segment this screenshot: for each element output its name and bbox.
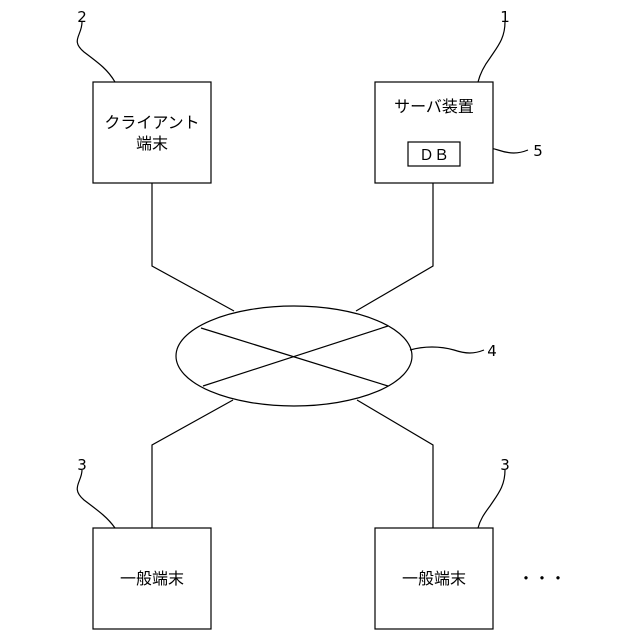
terminal-left-ref-number: 3 — [77, 456, 87, 474]
network-ref-leader — [410, 347, 484, 353]
client-network-link — [152, 183, 234, 311]
client-label-line2: 端末 — [136, 134, 168, 153]
network-terminal-right-link — [357, 400, 433, 528]
terminal-right-ref-leader — [478, 470, 505, 528]
client-terminal-box: クライアント 端末 — [93, 82, 211, 183]
more-terminals-ellipsis: ・・・ — [518, 569, 566, 588]
network — [176, 306, 412, 406]
network-terminal-left-link — [152, 400, 233, 528]
terminal-right-ref-number: 3 — [500, 456, 510, 474]
general-terminal-right-box: 一般端末 — [375, 528, 493, 629]
client-ref-leader — [77, 22, 115, 82]
client-ref-number: 2 — [77, 8, 87, 26]
terminal-right-label: 一般端末 — [402, 569, 466, 588]
general-terminal-left-box: 一般端末 — [93, 528, 211, 629]
terminal-left-label: 一般端末 — [120, 569, 184, 588]
db-label: ＤＢ — [419, 146, 449, 164]
server-label: サーバ装置 — [394, 97, 474, 116]
terminal-left-ref-leader — [77, 470, 115, 528]
server-ref-leader — [478, 22, 505, 82]
network-ref-number: 4 — [487, 342, 497, 360]
server-box: サーバ装置 ＤＢ — [375, 82, 493, 183]
client-label-line1: クライアント — [104, 113, 199, 132]
db-ref-number: 5 — [533, 142, 543, 160]
server-network-link — [356, 183, 433, 311]
server-ref-number: 1 — [500, 8, 510, 26]
